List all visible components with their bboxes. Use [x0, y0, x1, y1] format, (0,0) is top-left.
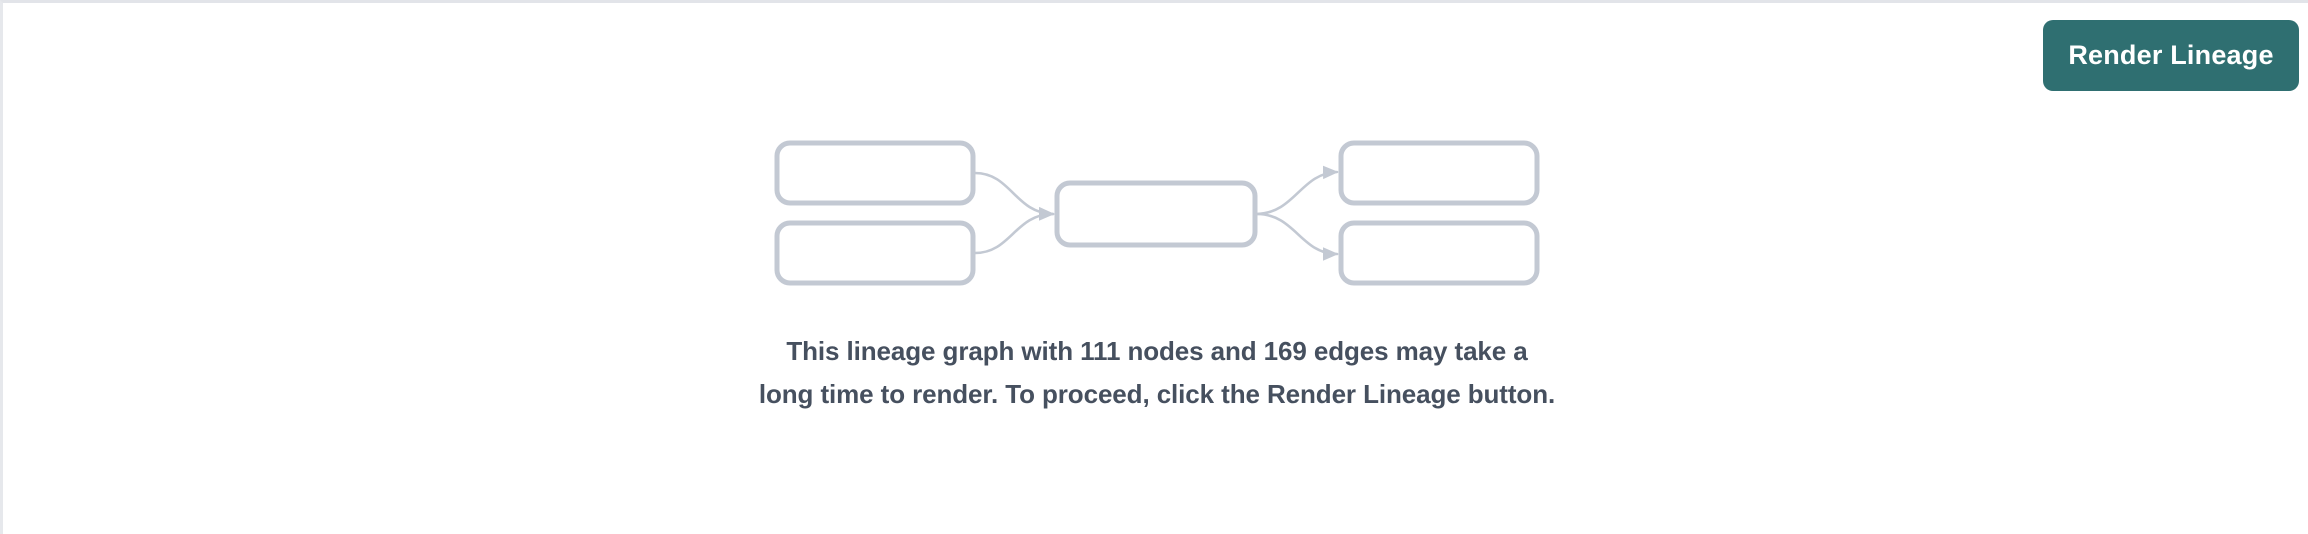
placeholder-node-downstream-2	[1338, 220, 1540, 286]
edge-upstream-2-to-focus	[973, 207, 1055, 255]
placeholder-node-upstream-2	[774, 220, 976, 286]
lineage-warning-message: This lineage graph with 111 nodes and 16…	[758, 336, 1556, 409]
edge-focus-to-downstream-2	[1255, 212, 1339, 261]
lineage-placeholder-svg	[774, 140, 1540, 286]
placeholder-node-downstream-1	[1338, 140, 1540, 206]
lineage-empty-state: This lineage graph with 111 nodes and 16…	[3, 3, 2308, 534]
edge-focus-to-downstream-1	[1255, 165, 1339, 216]
placeholder-nodes	[774, 140, 1540, 286]
render-lineage-button[interactable]: Render Lineage	[2043, 20, 2299, 91]
placeholder-node-upstream-1	[774, 140, 976, 206]
edge-upstream-1-to-focus	[973, 171, 1055, 221]
placeholder-node-focus	[1054, 180, 1258, 248]
lineage-graph-placeholder-icon	[763, 128, 1563, 288]
placeholder-edges	[973, 165, 1339, 261]
